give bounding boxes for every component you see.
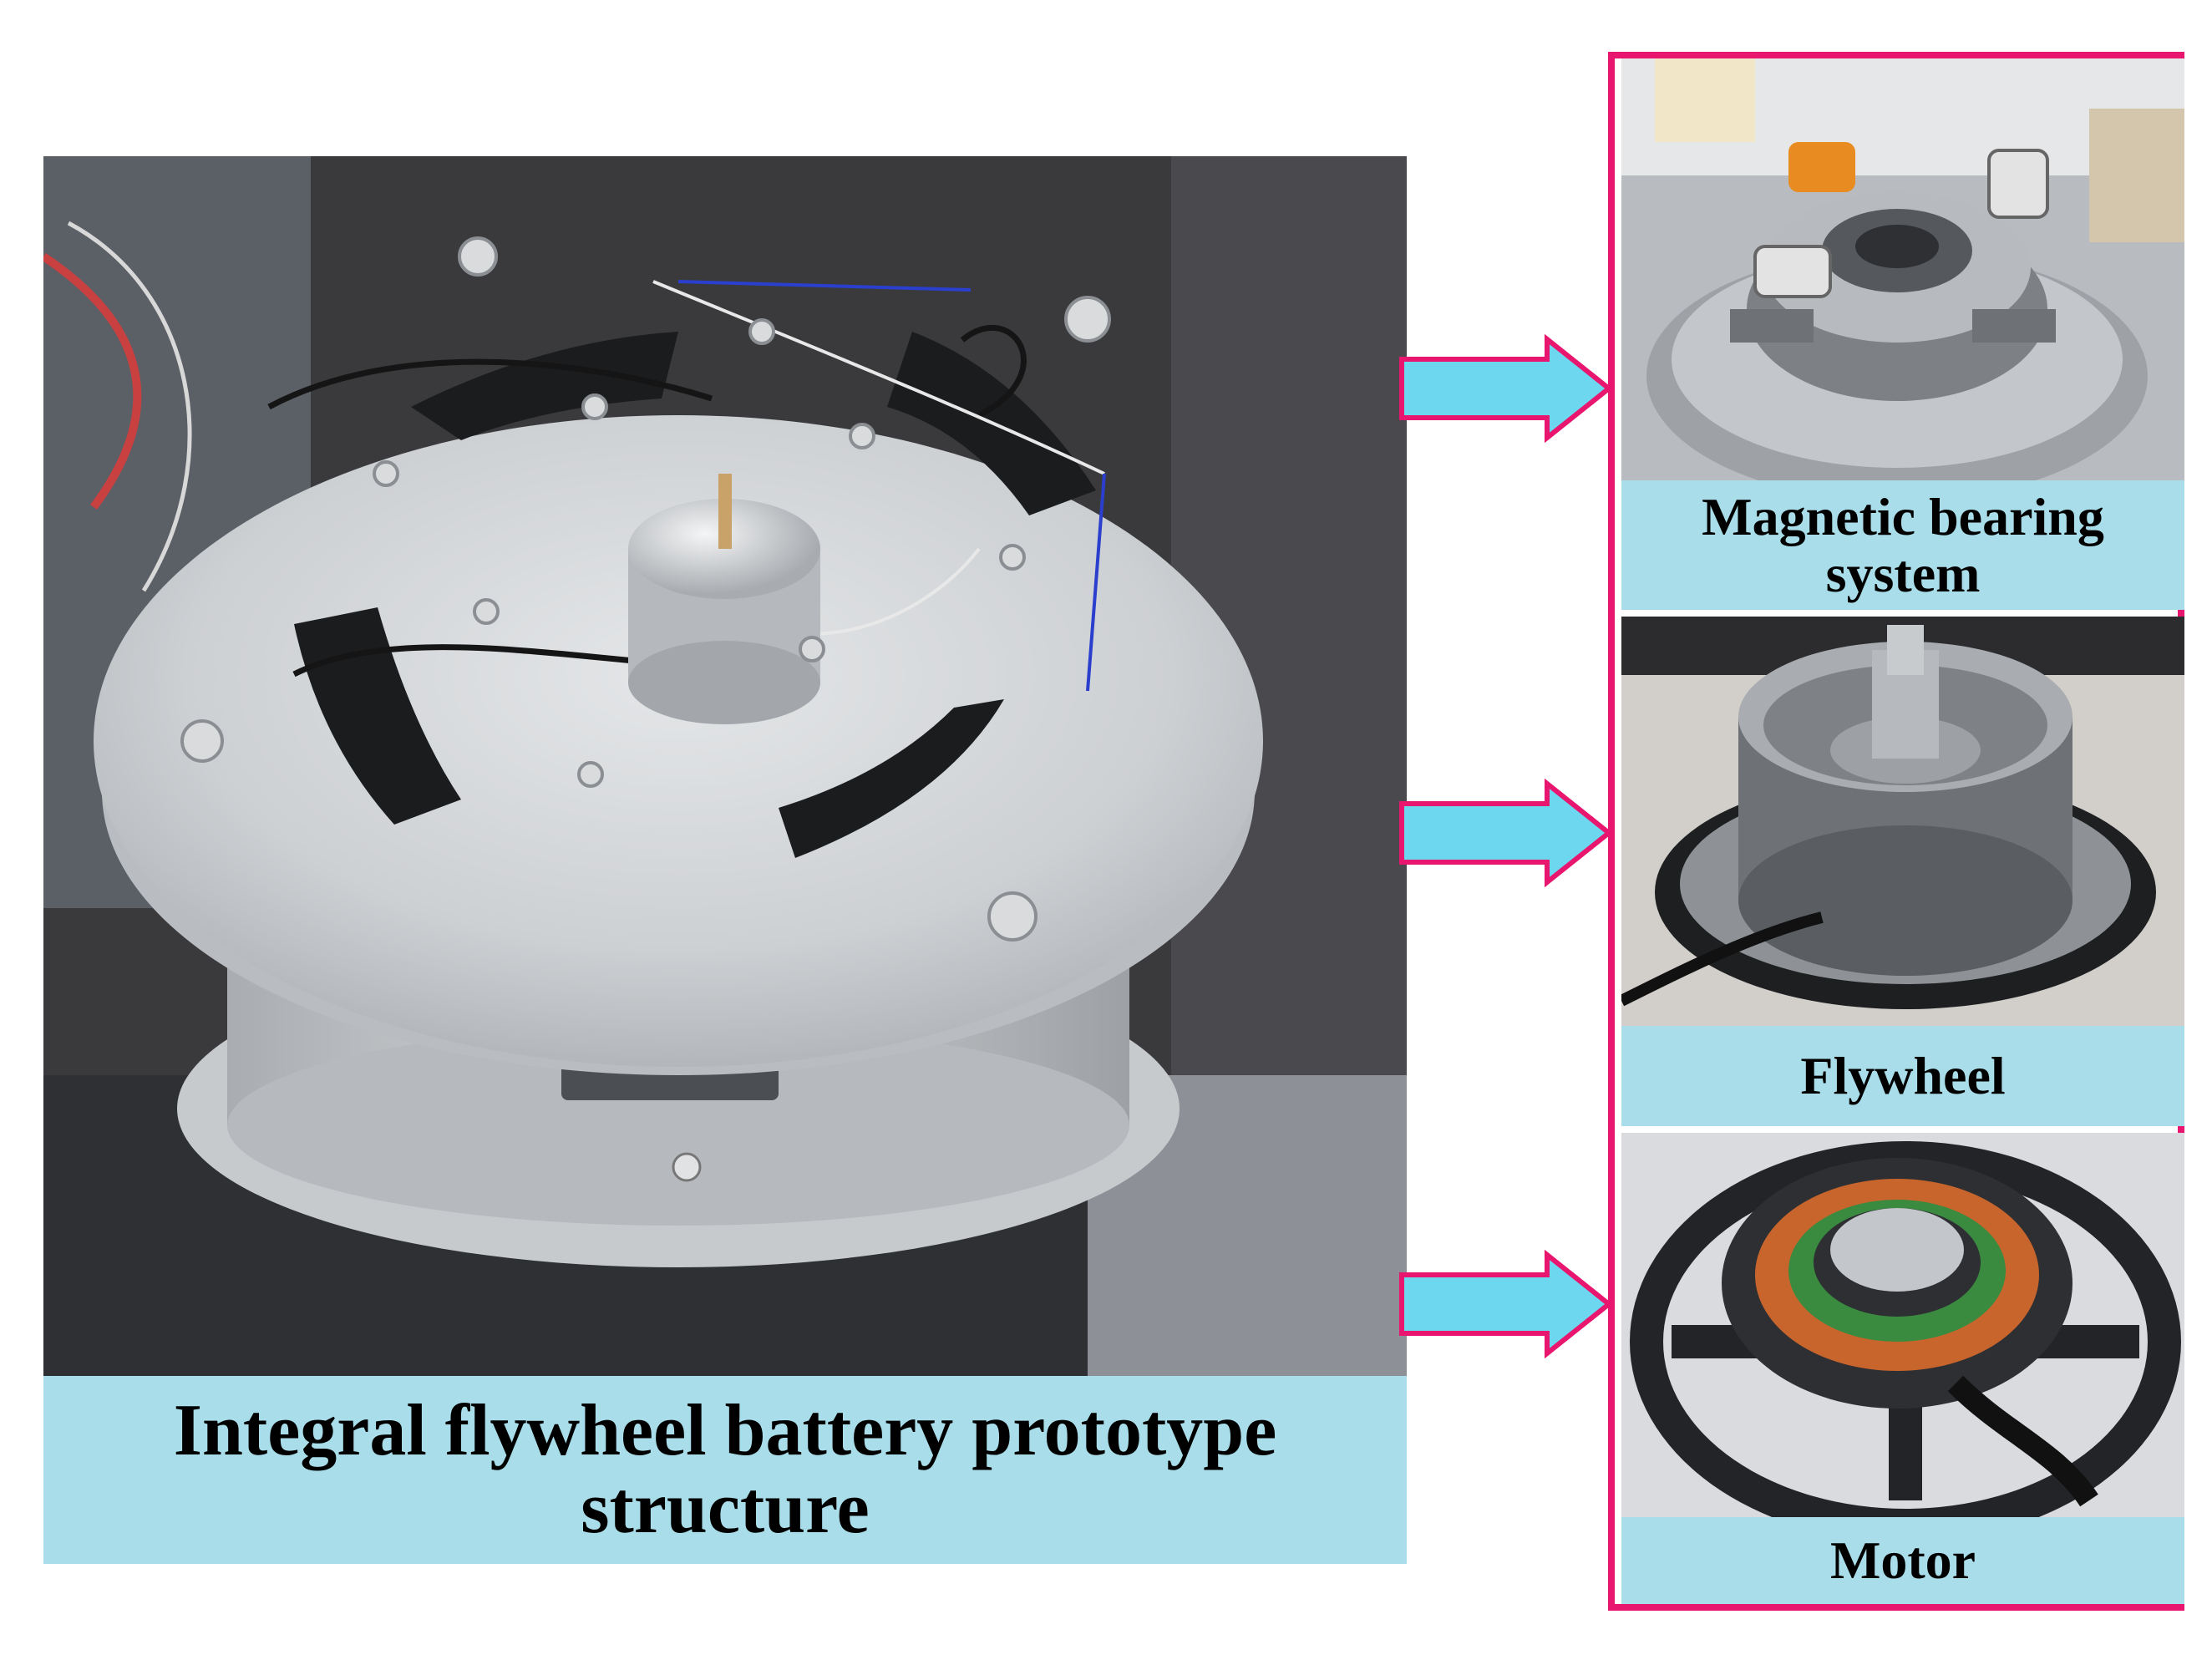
arrow-right-icon	[1399, 1250, 1613, 1358]
flywheel-battery-photo	[43, 156, 1407, 1376]
magnetic-bearing-photo	[1621, 58, 2184, 480]
motor-photo	[1621, 1133, 2184, 1517]
flywheel-caption: Flywheel	[1621, 1026, 2184, 1126]
arrow-right-icon	[1399, 779, 1613, 887]
flywheel-photo	[1621, 617, 2184, 1026]
arrow-right-icon	[1399, 334, 1613, 443]
components-frame: Magnetic bearing system Flywheel	[1608, 52, 2184, 1611]
magnetic-bearing-caption: Magnetic bearing system	[1621, 480, 2184, 610]
main-caption: Integral flywheel battery prototype stru…	[43, 1376, 1407, 1564]
motor-caption: Motor	[1621, 1517, 2184, 1604]
